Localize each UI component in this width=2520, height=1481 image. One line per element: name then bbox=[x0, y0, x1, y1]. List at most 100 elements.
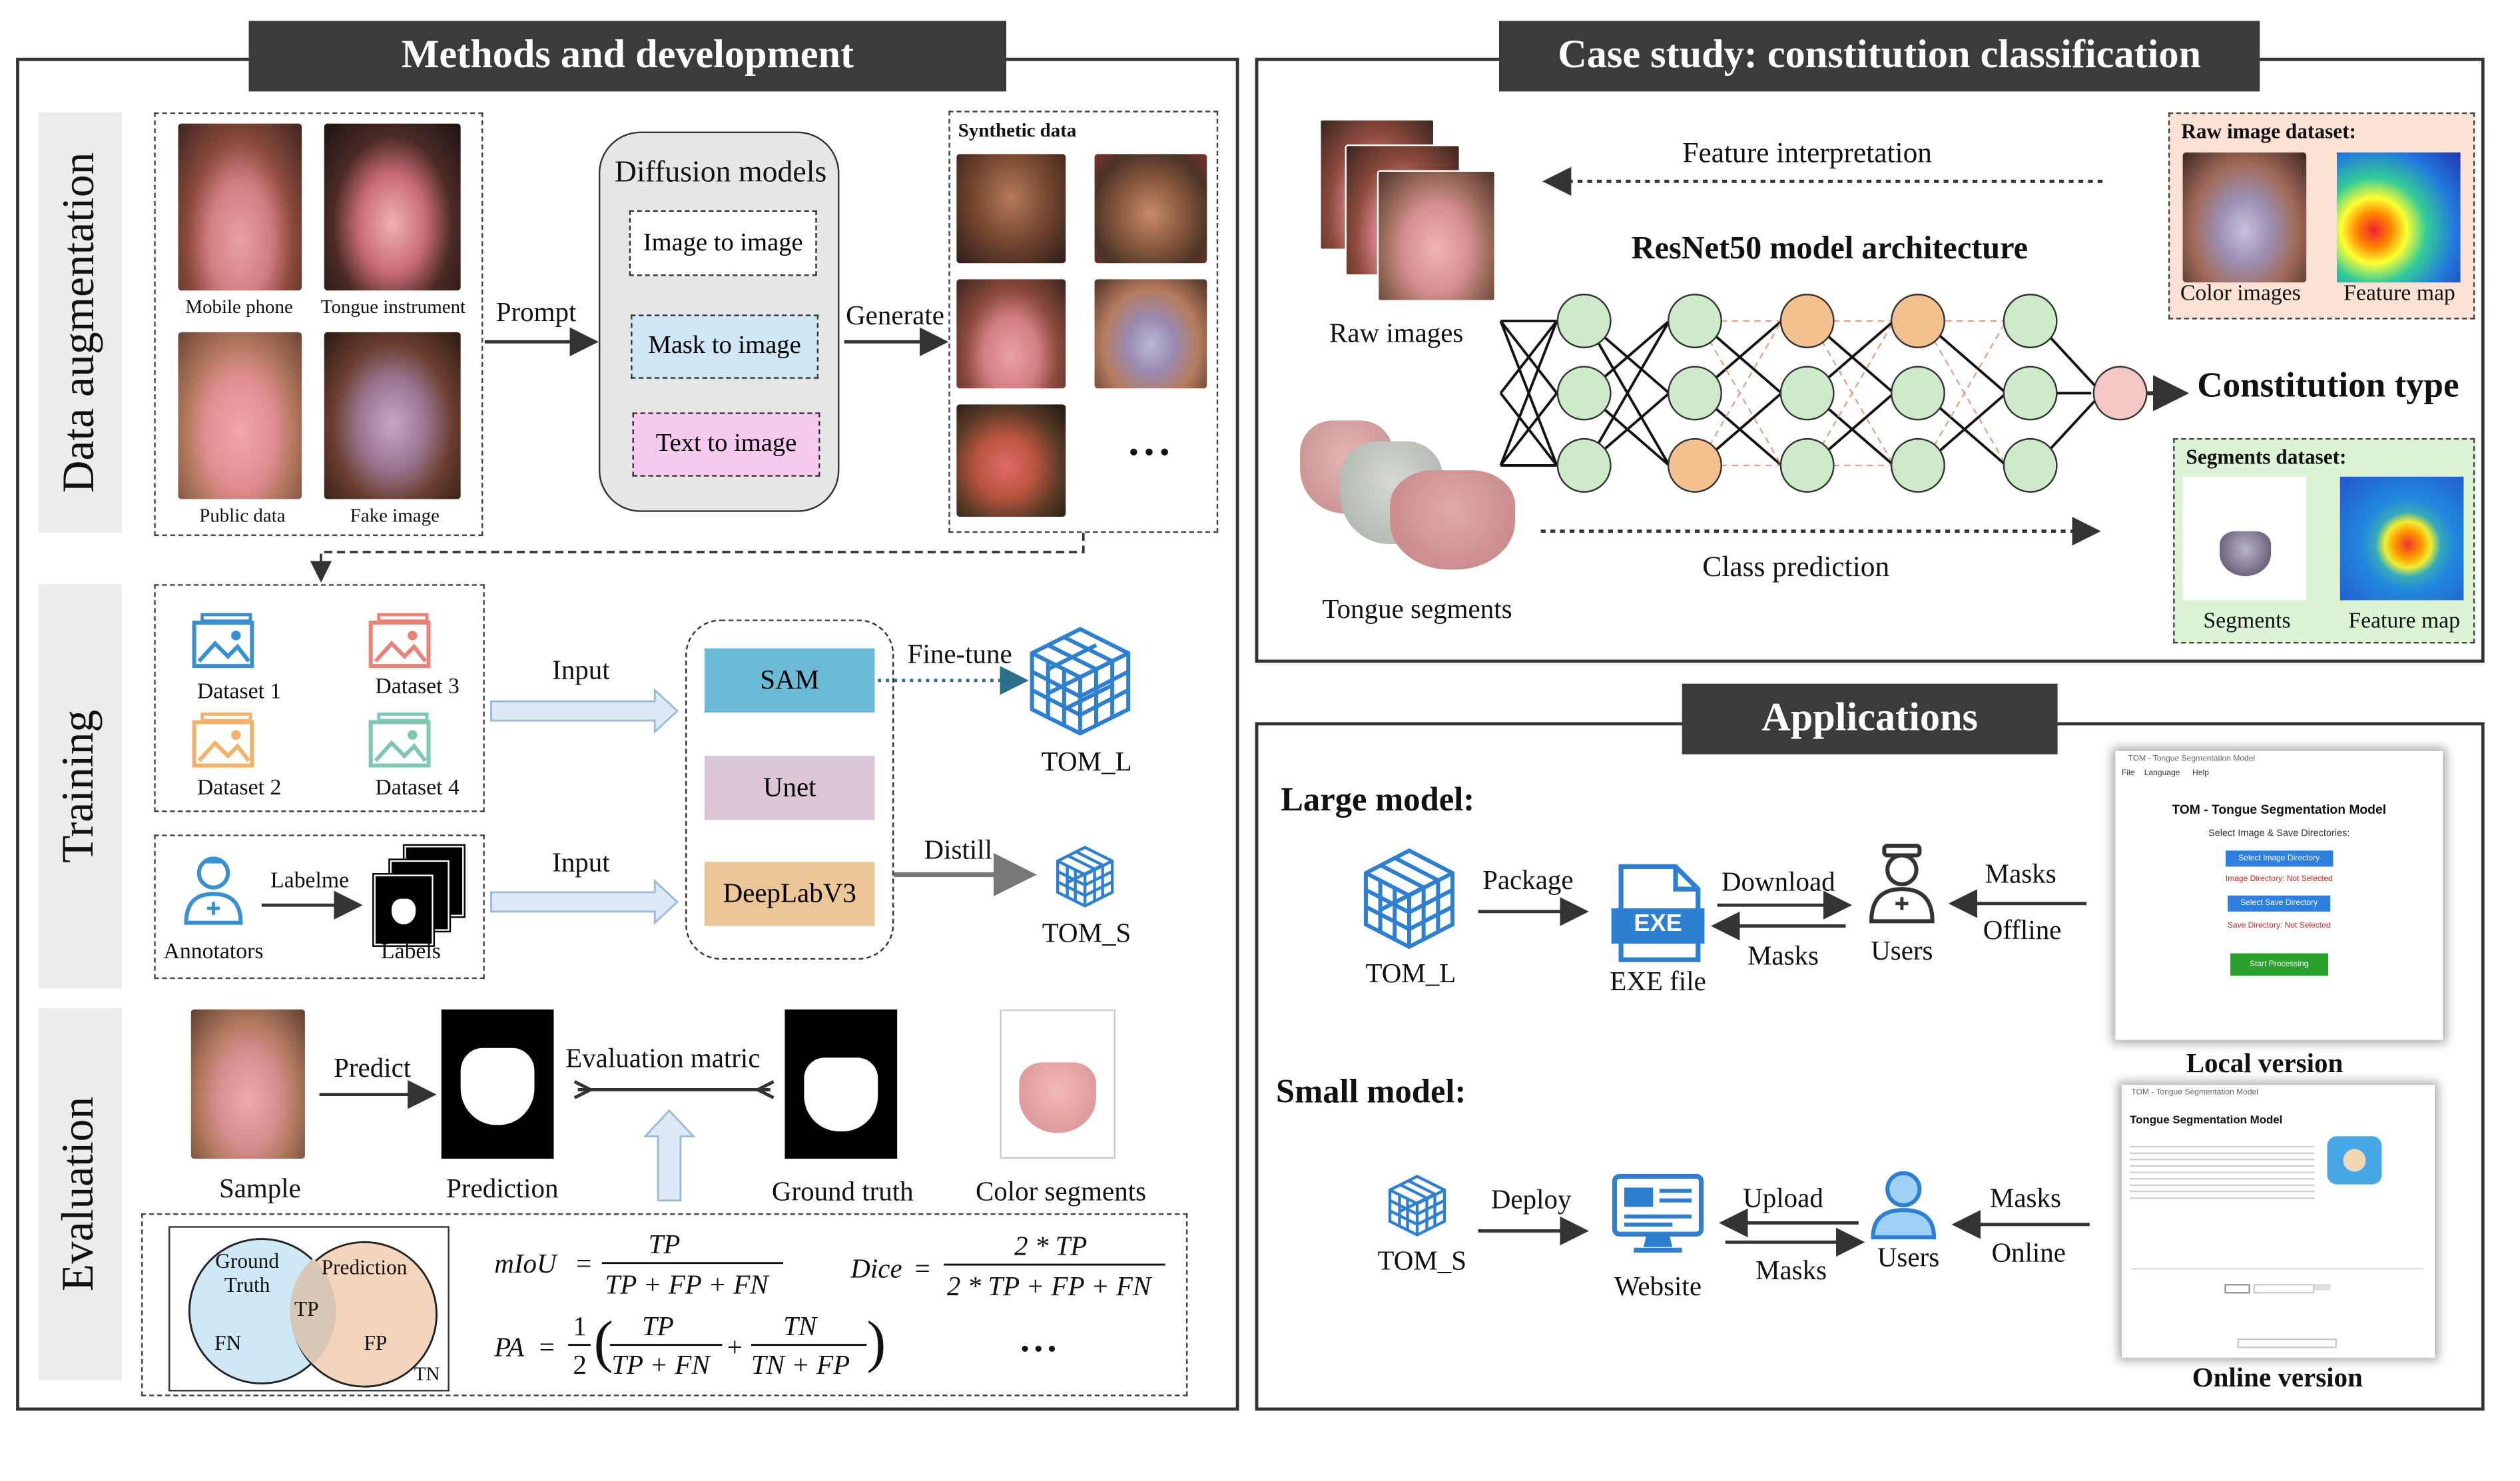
svg-text:TP + FN: TP + FN bbox=[611, 1349, 711, 1380]
dataset-1-icon bbox=[192, 613, 254, 669]
raw-image-stack-3 bbox=[1377, 170, 1496, 302]
svg-text:1: 1 bbox=[573, 1311, 586, 1341]
tom-l-label: TOM_L bbox=[1041, 746, 1132, 777]
venn-gt-label: Ground Truth bbox=[215, 1248, 280, 1297]
exe-file-label: EXE file bbox=[1610, 966, 1706, 997]
network-node bbox=[1890, 438, 1945, 493]
online-version-label: Online version bbox=[2192, 1362, 2363, 1393]
svg-text:TN + FP: TN + FP bbox=[751, 1349, 850, 1380]
methods-title: Methods and development bbox=[248, 21, 1007, 92]
tom-s-label: TOM_S bbox=[1042, 918, 1131, 949]
network-node bbox=[1779, 294, 1835, 348]
labelme-label: Labelme bbox=[270, 870, 350, 894]
sidebar-augmentation: Data augmentation bbox=[38, 112, 123, 533]
local-menu-language[interactable]: Language bbox=[2144, 768, 2180, 778]
download-label: Download bbox=[1721, 866, 1835, 898]
local-menu-help[interactable]: Help bbox=[2192, 768, 2209, 778]
local-menu-file[interactable]: File bbox=[2122, 768, 2135, 778]
metrics-box bbox=[141, 1213, 1188, 1396]
segments-dataset-title: Segments dataset: bbox=[2186, 444, 2347, 469]
segment-image-label: Segments bbox=[2203, 609, 2291, 634]
svg-text:+: + bbox=[727, 1331, 743, 1362]
online-submit-button[interactable] bbox=[2314, 1284, 2331, 1291]
metric-formulas: mIoU= TP TP + FP + FN Dice= 2 * TP 2 * T… bbox=[493, 1229, 1165, 1380]
venn-tp-label: TP bbox=[294, 1297, 319, 1321]
online-file-button[interactable] bbox=[2224, 1284, 2250, 1294]
package-label: Package bbox=[1482, 864, 1574, 896]
raw-feature-label: Feature map bbox=[2344, 282, 2455, 307]
dataset-1-label: Dataset 1 bbox=[196, 680, 282, 705]
network-node bbox=[1779, 438, 1835, 493]
synthetic-title: Synthetic data bbox=[958, 119, 1077, 142]
predict-label: Predict bbox=[334, 1052, 412, 1083]
ground-truth-mask bbox=[785, 1009, 898, 1159]
local-sub: Select Image & Save Directories: bbox=[2208, 829, 2350, 840]
venn-fn-label: FN bbox=[214, 1330, 242, 1355]
source-data-group bbox=[154, 112, 483, 536]
select-image-button[interactable]: Select Image Directory bbox=[2225, 850, 2333, 867]
online-version-window: TOM - Tongue Segmentation Model Tongue S… bbox=[2122, 1085, 2435, 1358]
source-label-public: Public data bbox=[199, 503, 286, 527]
tongue-segments-label: Tongue segments bbox=[1322, 593, 1512, 625]
segment-stack-3 bbox=[1390, 470, 1516, 570]
network-node bbox=[1667, 366, 1722, 421]
local-heading: TOM - Tongue Segmentation Model bbox=[2172, 802, 2387, 817]
distill-label: Distill bbox=[924, 834, 993, 865]
svg-text:TP + FP + FN: TP + FP + FN bbox=[605, 1269, 771, 1299]
segment-feature-label: Feature map bbox=[2348, 609, 2461, 634]
exe-badge: EXE bbox=[1634, 910, 1682, 938]
input-label-1: Input bbox=[552, 655, 610, 686]
local-window-titlebar: TOM - Tongue Segmentation Model bbox=[2128, 754, 2256, 764]
annotator-icon bbox=[184, 856, 243, 925]
app-tom-s-label: TOM_S bbox=[1377, 1245, 1467, 1276]
metric-label: Evaluation matric bbox=[565, 1043, 761, 1074]
save-dir-status: Save Directory: Not Selected bbox=[2227, 921, 2331, 931]
network-node bbox=[2003, 294, 2058, 348]
generate-label: Generate bbox=[846, 300, 944, 331]
dataset-3-label: Dataset 3 bbox=[375, 675, 460, 700]
svg-text:TN: TN bbox=[783, 1311, 818, 1341]
exe-file-icon bbox=[1611, 864, 1705, 962]
users-large-icon bbox=[1869, 844, 1935, 924]
dataset-4-icon bbox=[368, 713, 431, 768]
upload-label: Upload bbox=[1743, 1183, 1823, 1213]
sidebar-training: Training bbox=[38, 584, 123, 989]
online-label: Online bbox=[1991, 1237, 2066, 1268]
ground-truth-label: Ground truth bbox=[771, 1176, 914, 1207]
synthetic-data-group bbox=[948, 111, 1219, 533]
masks-large-label: Masks bbox=[1747, 940, 1819, 972]
model-sam: SAM bbox=[704, 648, 875, 713]
sample-photo bbox=[190, 1009, 305, 1159]
svg-text:=: = bbox=[915, 1253, 930, 1283]
svg-text:): ) bbox=[866, 1310, 886, 1374]
source-label-fake: Fake image bbox=[350, 503, 440, 527]
app-tom-l-label: TOM_L bbox=[1365, 958, 1456, 989]
website-icon bbox=[1612, 1173, 1704, 1253]
synthetic-photo-4 bbox=[1094, 279, 1207, 389]
select-save-button[interactable]: Select Save Directory bbox=[2227, 895, 2331, 912]
sample-label: Sample bbox=[218, 1173, 301, 1204]
dataset-2-label: Dataset 2 bbox=[196, 776, 282, 801]
tom-l-cube-icon bbox=[1030, 627, 1131, 736]
segment-image bbox=[2182, 476, 2307, 601]
finetune-label: Fine-tune bbox=[907, 639, 1012, 669]
network-node bbox=[1890, 294, 1945, 348]
constitution-type-label: Constitution type bbox=[2197, 364, 2459, 405]
local-version-label: Local version bbox=[2186, 1047, 2344, 1079]
online-file-field[interactable] bbox=[2253, 1284, 2315, 1294]
color-segments-label: Color segments bbox=[975, 1176, 1147, 1207]
case-study-title: Case study: constitution classification bbox=[1498, 21, 2260, 92]
network-node bbox=[1556, 438, 1612, 493]
start-processing-button[interactable]: Start Processing bbox=[2230, 953, 2328, 976]
online-description bbox=[2130, 1145, 2315, 1204]
tom-s-cube-icon bbox=[1056, 846, 1114, 908]
venn-pred-label: Prediction bbox=[321, 1255, 408, 1279]
network-node bbox=[1667, 294, 1722, 348]
tongue-instrument-photo bbox=[324, 123, 461, 291]
labels-stack-front bbox=[372, 873, 436, 947]
large-model-label: Large model: bbox=[1281, 780, 1475, 819]
labels-label: Labels bbox=[380, 940, 441, 965]
architecture-title: ResNet50 model architecture bbox=[1631, 231, 2028, 267]
